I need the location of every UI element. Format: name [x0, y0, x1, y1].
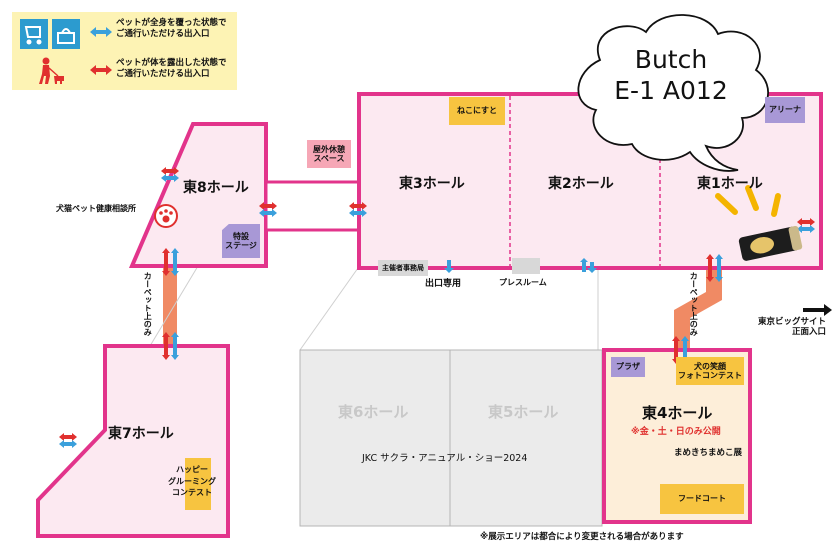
happy-grooming-box	[185, 458, 211, 510]
hall-east7: 東7ホール	[108, 426, 174, 442]
product-bag-icon	[738, 225, 803, 261]
entrance-arrow-icon	[59, 433, 77, 448]
hall-east3: 東3ホール	[399, 176, 465, 192]
callout-brand: Butch	[634, 45, 708, 74]
highlight-rays-icon	[715, 185, 781, 217]
tag-special-stage: 特設 ステージ	[222, 224, 260, 258]
hall-east4: 東4ホール	[642, 404, 713, 422]
hall-east1: 東1ホール	[697, 176, 763, 192]
east7-hall	[36, 344, 230, 538]
tag-outdoor-rest: 屋外休憩 スペース	[307, 140, 351, 168]
legend: ペットが全身を覆った状態で ご通行いただける出入口 ペットが体を露出した状態で …	[12, 12, 237, 90]
label-carpet-west: カーペット上のみ	[143, 272, 153, 336]
hall-east8: 東8ホール	[183, 180, 249, 196]
carpet-path-east	[674, 268, 722, 348]
blue-arrow-icon	[90, 27, 112, 37]
east6-hall	[299, 349, 451, 527]
tag-plaza: プラザ	[611, 357, 645, 377]
label-mamekichi: まめきちまめこ展	[674, 448, 743, 458]
east5-hall	[449, 349, 603, 527]
label-east4-days: ※金・土・日のみ公開	[631, 427, 721, 437]
label-big-sight-entrance: 東京ビッグサイト 正面入口	[758, 317, 827, 337]
tag-food-court: フードコート	[660, 484, 744, 514]
hall-east2: 東2ホール	[548, 176, 614, 192]
tag-nekonisuto: ねこにすと	[449, 97, 505, 125]
tag-dog-smile-contest: 犬の笑顔 フォトコンテスト	[676, 357, 744, 385]
press-arrow-icon	[580, 258, 588, 272]
label-press-room: プレスルーム	[499, 278, 547, 287]
label-show-name: JKC サクラ・アニュアル・ショー2024	[362, 453, 528, 464]
arrow-right-icon	[803, 304, 832, 316]
label-footnote: ※展示エリアは都合により変更される場合があります	[480, 532, 684, 542]
tag-arena: アリーナ	[765, 97, 805, 123]
speech-cloud	[577, 14, 769, 172]
hall-east5: 東5ホール	[488, 403, 559, 421]
callout-booth: E-1 A012	[614, 76, 728, 106]
red-arrow-icon	[90, 65, 112, 75]
stroller-icon	[20, 19, 48, 49]
carpet-path-west	[163, 266, 177, 346]
legend-exposed: ペットが体を露出した状態で ご通行いただける出入口	[116, 58, 227, 79]
carrier-icon	[52, 19, 80, 49]
label-carpet-east: カーペット上のみ	[689, 272, 699, 336]
press-room-box	[512, 258, 540, 274]
booth-callout: Butch E-1 A012	[606, 44, 736, 107]
legend-covered: ペットが全身を覆った状態で ご通行いただける出入口	[116, 18, 227, 39]
exit-arrow-icon	[444, 260, 454, 273]
paw-icon	[154, 204, 178, 228]
label-health-consultation: 犬猫ペット健康相談所	[56, 204, 136, 213]
hall-east6: 東6ホール	[338, 403, 409, 421]
label-happy-grooming: ハッピー グルーミング コンテスト	[168, 465, 216, 498]
dog-walker-icon	[39, 57, 64, 84]
tag-organizer-office: 主催者事務局	[378, 260, 428, 276]
label-exit-only: 出口専用	[425, 279, 462, 289]
